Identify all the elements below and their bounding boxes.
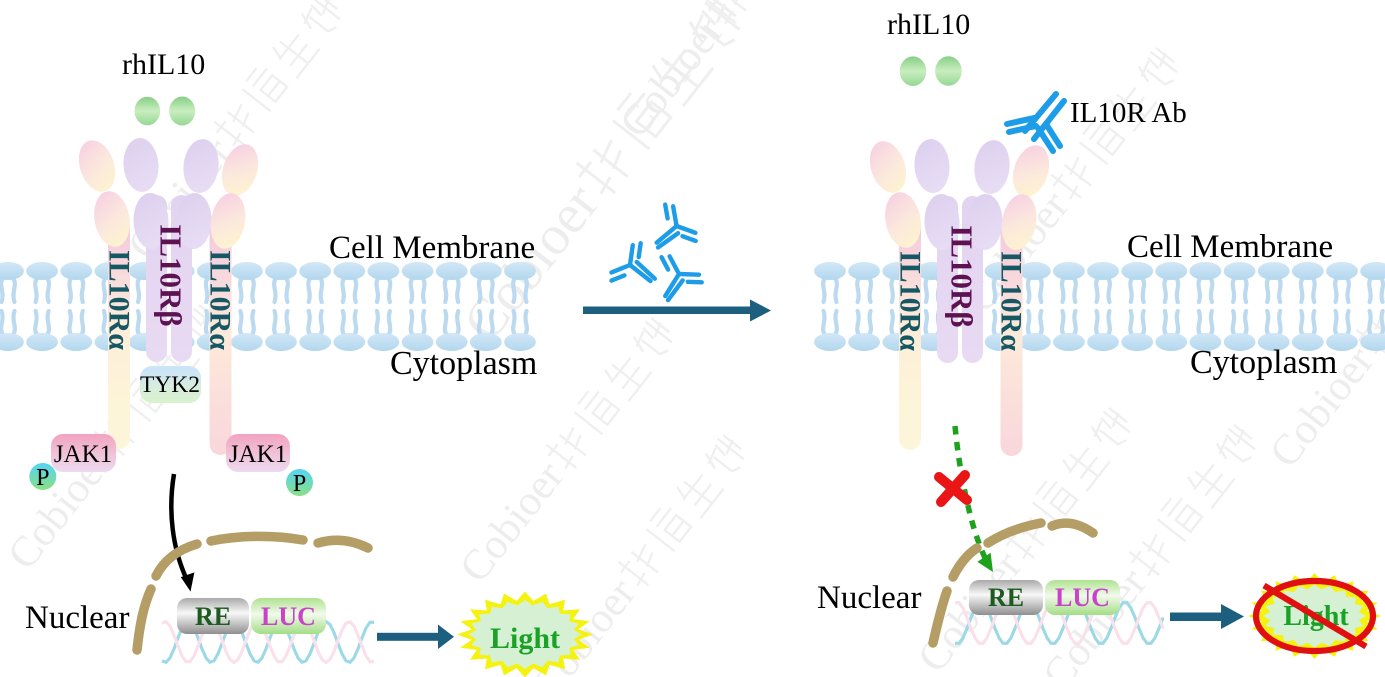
- svg-text:Nuclear: Nuclear: [25, 600, 129, 636]
- svg-text:Light: Light: [490, 622, 560, 655]
- svg-text:IL10R Ab: IL10R Ab: [1070, 97, 1187, 129]
- svg-text:JAK1: JAK1: [54, 441, 112, 468]
- svg-text:Cell Membrane: Cell Membrane: [1127, 229, 1333, 265]
- svg-text:IL10Rα: IL10Rα: [204, 250, 237, 350]
- svg-text:RE: RE: [988, 583, 1024, 612]
- svg-text:P: P: [36, 465, 49, 491]
- svg-text:TYK2: TYK2: [140, 372, 200, 398]
- svg-text:LUC: LUC: [1055, 583, 1110, 612]
- svg-text:JAK1: JAK1: [229, 441, 287, 468]
- svg-text:P: P: [293, 471, 306, 497]
- svg-text:IL10Rα: IL10Rα: [103, 250, 136, 350]
- svg-text:Cell Membrane: Cell Membrane: [329, 230, 535, 266]
- svg-text:IL10Rβ: IL10Rβ: [154, 224, 189, 326]
- svg-text:RE: RE: [195, 602, 231, 631]
- svg-text:rhIL10: rhIL10: [122, 48, 205, 81]
- svg-text:Cytoplasm: Cytoplasm: [1190, 344, 1337, 381]
- svg-text:LUC: LUC: [261, 602, 316, 631]
- svg-text:Nuclear: Nuclear: [817, 580, 921, 616]
- svg-text:Cytoplasm: Cytoplasm: [390, 345, 537, 382]
- svg-text:rhIL10: rhIL10: [887, 8, 970, 41]
